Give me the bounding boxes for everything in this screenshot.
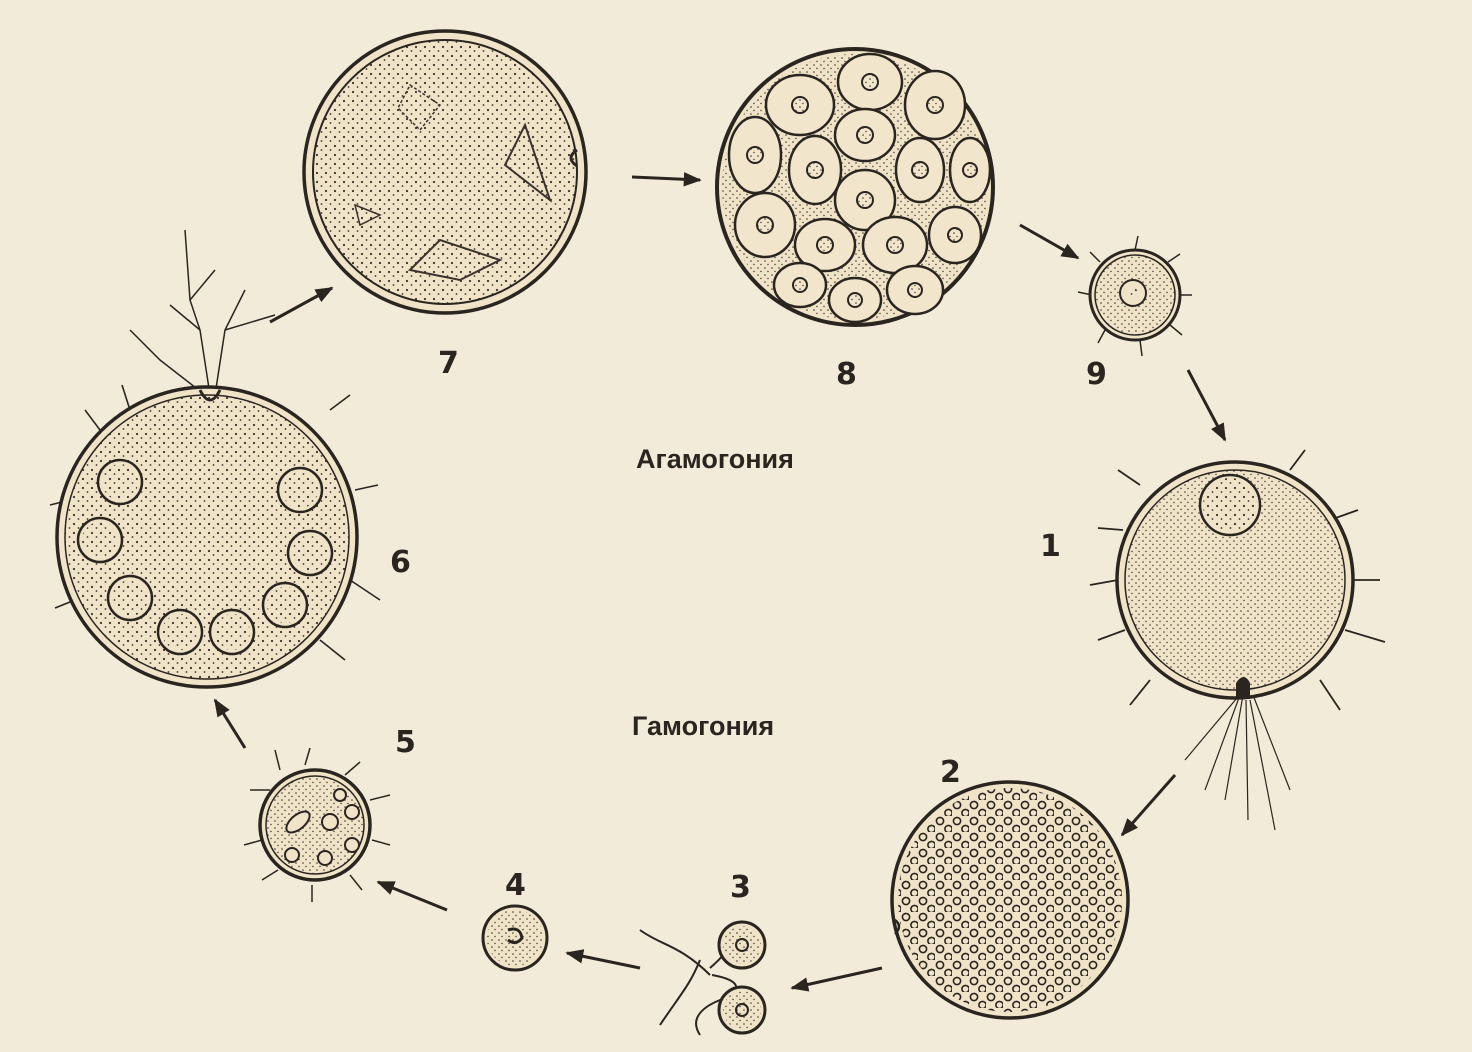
stage-2-gamont (892, 782, 1128, 1018)
stage-label-5: 5 (395, 725, 416, 760)
stage-label-2: 2 (940, 755, 961, 790)
stage-5-young-agamont (244, 748, 390, 902)
phase-label-agamogony: Агамогония (636, 444, 794, 474)
arrow-7-to-8 (632, 177, 700, 180)
arrow-2-to-3 (792, 968, 882, 988)
phase-label-gamogony: Гамогония (632, 711, 774, 741)
stage-6-multinuclear-agamont (50, 230, 380, 687)
stage-4-zygote (483, 906, 547, 970)
arrow-8-to-9 (1020, 225, 1078, 258)
stage-label-1: 1 (1040, 529, 1061, 564)
stage-label-6: 6 (390, 545, 411, 580)
stage-1-agamont (1090, 450, 1385, 830)
stage-label-4: 4 (505, 868, 526, 903)
arrow-1-to-2 (1122, 775, 1175, 835)
stage-label-7: 7 (438, 346, 459, 381)
stage-9-young-agamont (1078, 236, 1192, 356)
stage-7-cyst (304, 31, 586, 313)
stage-label-3: 3 (730, 870, 751, 905)
arrow-5-to-6 (215, 700, 245, 748)
arrow-4-to-5 (378, 882, 447, 910)
arrow-9-to-1 (1188, 370, 1225, 440)
arrow-3-to-4 (567, 953, 640, 968)
stage-8-multinuclear-cyst (717, 49, 993, 325)
stage-3-gametes (640, 922, 765, 1035)
stage-label-8: 8 (836, 357, 857, 392)
arrow-6-to-7 (270, 288, 332, 322)
stage-label-9: 9 (1086, 357, 1107, 392)
